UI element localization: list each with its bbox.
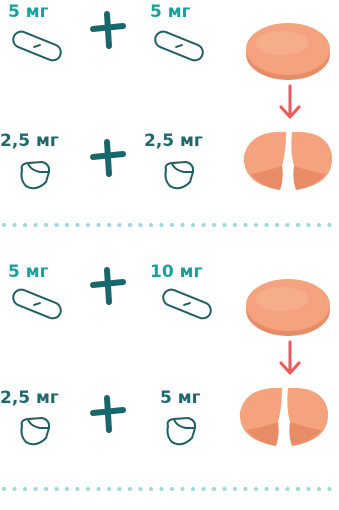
divider-dot [307,223,311,227]
divider-dot [44,223,48,227]
whole-tablet-icon [242,274,334,338]
divider-dot [296,487,300,491]
divider-dot [34,487,38,491]
dose-label: 2,5 мг [0,131,59,151]
divider-dot [118,223,122,227]
divider-dot [65,223,69,227]
plus-icon [88,394,128,434]
divider-dot [55,223,59,227]
dose-label: 5 мг [8,262,49,282]
whole-tablet-icon [242,18,334,82]
divider-dot [13,487,17,491]
half-tablet-icon [162,414,202,450]
divider-dot [265,487,269,491]
divider-dot [128,223,132,227]
divider-dot [317,487,321,491]
divider-dot [275,487,279,491]
divider-dot [149,487,153,491]
divider-dot [223,223,227,227]
arrow-down-icon [278,340,302,376]
plus-icon [88,138,128,178]
divider-dot [307,487,311,491]
divider-dot [107,223,111,227]
half-tablet-icon [160,158,200,194]
divider-dot [23,487,27,491]
divider-dot [233,223,237,227]
divider-dot [181,487,185,491]
divider [0,486,339,492]
divider-dot [212,487,216,491]
divider-dot [202,487,206,491]
divider-dot [160,223,164,227]
arrow-down-icon [278,84,302,120]
divider-dot [97,223,101,227]
divider-dot [223,487,227,491]
capsule-tablet-icon [158,288,216,320]
divider-dot [254,223,258,227]
divider-dot [328,223,332,227]
divider-dot [76,223,80,227]
half-tablet-icon [16,414,56,450]
divider-dot [191,487,195,491]
capsule-tablet-icon [8,30,66,62]
divider-dot [202,223,206,227]
divider-dot [286,223,290,227]
divider-dot [34,223,38,227]
divider-dot [328,487,332,491]
divider-dot [128,487,132,491]
divider-dot [212,223,216,227]
divider-dot [296,223,300,227]
dose-label: 2,5 мг [0,388,59,408]
divider-dot [170,223,174,227]
divider [0,222,339,228]
divider-dot [76,487,80,491]
divider-dot [170,487,174,491]
divider-dot [139,223,143,227]
divider-dot [275,223,279,227]
divider-dot [44,487,48,491]
divider-dot [86,223,90,227]
divider-dot [86,487,90,491]
split-tablet-icon [240,126,336,196]
divider-dot [244,223,248,227]
dose-label: 5 мг [150,2,191,22]
divider-dot [254,487,258,491]
plus-icon [88,266,128,306]
divider-dot [244,487,248,491]
divider-dot [265,223,269,227]
divider-dot [13,223,17,227]
divider-dot [65,487,69,491]
capsule-tablet-icon [150,30,208,62]
divider-dot [23,223,27,227]
divider-dot [149,223,153,227]
divider-dot [55,487,59,491]
half-tablet-icon [16,158,56,194]
dose-label: 10 мг [150,262,202,282]
divider-dot [233,487,237,491]
dose-label: 5 мг [160,388,201,408]
divider-dot [97,487,101,491]
capsule-tablet-icon [8,288,66,320]
divider-dot [317,223,321,227]
divider-dot [286,487,290,491]
divider-dot [118,487,122,491]
split-tablet-icon [236,382,332,452]
divider-dot [160,487,164,491]
plus-icon [88,10,128,50]
divider-dot [191,223,195,227]
dose-label: 2,5 мг [144,131,203,151]
dose-label: 5 мг [8,2,49,22]
divider-dot [181,223,185,227]
divider-dot [2,223,6,227]
divider-dot [2,487,6,491]
divider-dot [107,487,111,491]
divider-dot [139,487,143,491]
